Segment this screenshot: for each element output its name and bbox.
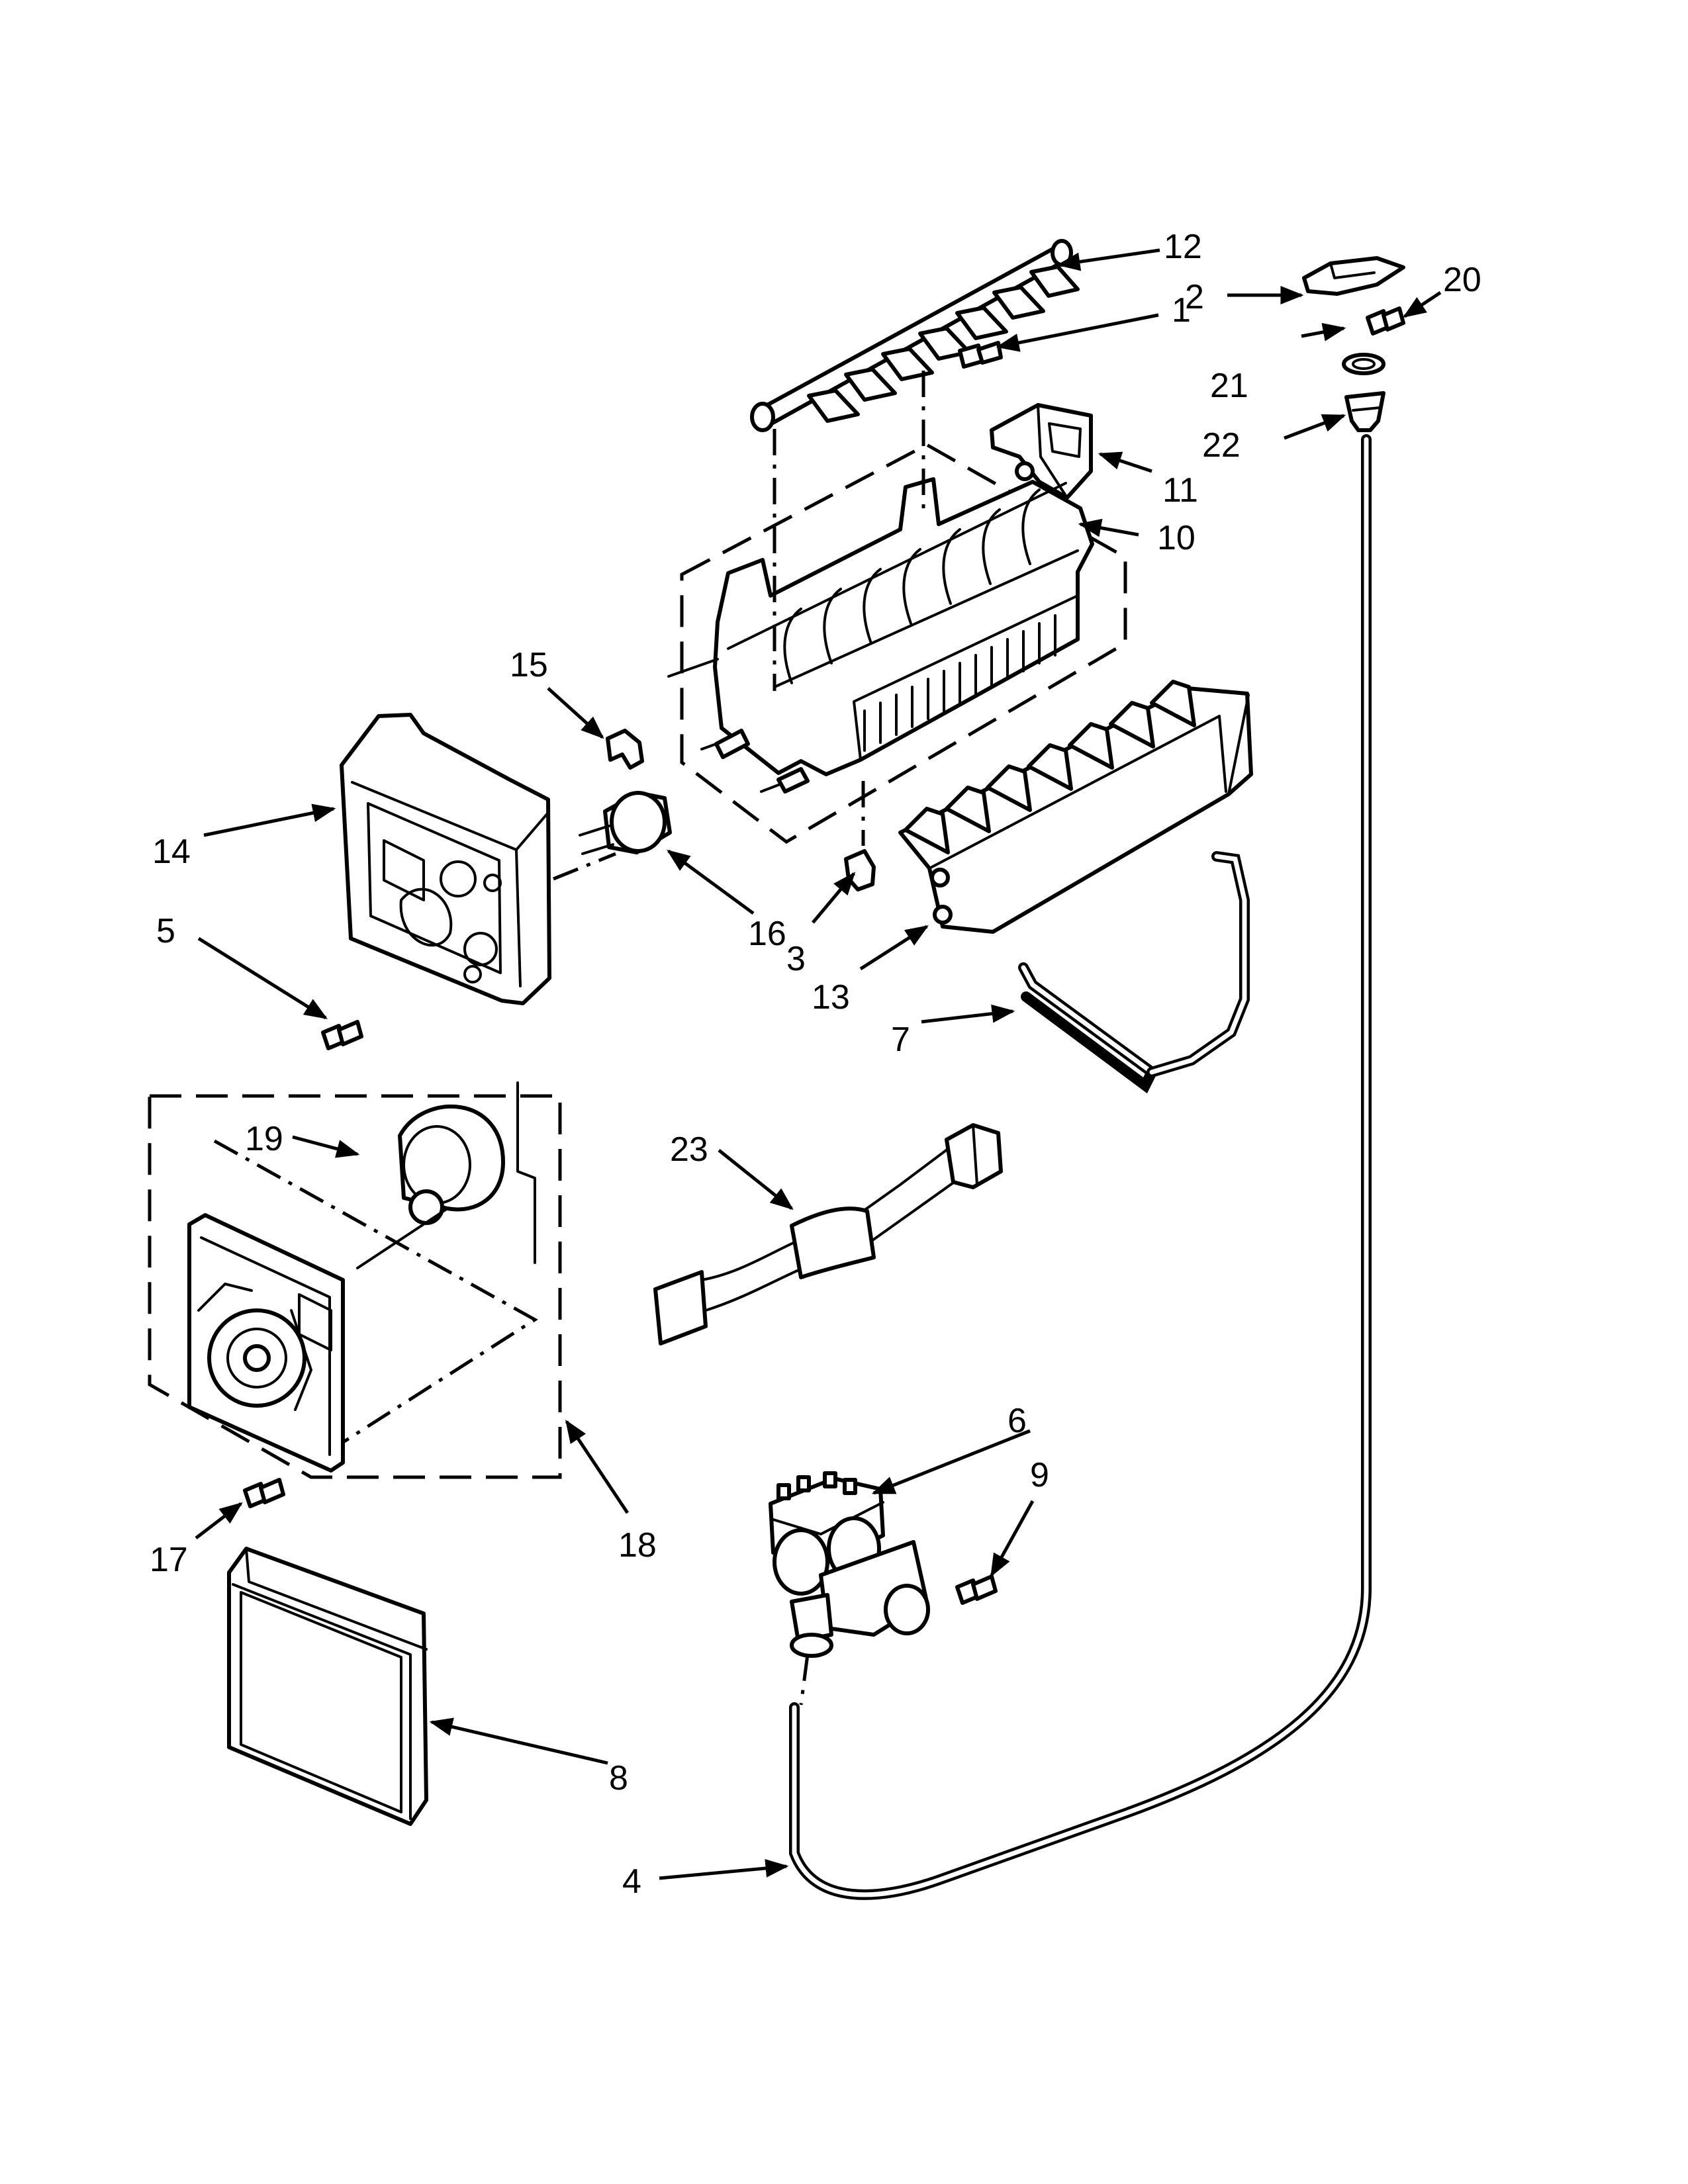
water-valve-part bbox=[769, 1471, 930, 1658]
callout-15: 15 bbox=[510, 646, 548, 684]
callout-17: 17 bbox=[150, 1541, 188, 1579]
screw-part-5 bbox=[321, 1020, 363, 1050]
feeler-arm-part bbox=[1018, 851, 1250, 1094]
callout-16: 16 bbox=[748, 915, 786, 953]
callout-4: 4 bbox=[622, 1862, 641, 1901]
cover-part bbox=[227, 1547, 428, 1826]
alignment-lines bbox=[553, 371, 925, 881]
motor-part bbox=[356, 1081, 536, 1269]
callout-12: 12 bbox=[1164, 228, 1202, 266]
screw-part-1 bbox=[958, 341, 1003, 369]
callout-14: 14 bbox=[152, 833, 191, 871]
wire-harness-part bbox=[653, 1123, 1003, 1345]
callout-22: 22 bbox=[1202, 426, 1241, 465]
ice-stripper-part bbox=[898, 680, 1253, 934]
callout-6: 6 bbox=[1008, 1402, 1027, 1440]
callout-20: 20 bbox=[1443, 261, 1481, 299]
callout-8: 8 bbox=[609, 1759, 628, 1797]
ice-mold-part bbox=[667, 443, 1127, 844]
callout-11: 11 bbox=[1162, 471, 1198, 510]
callout-13: 13 bbox=[812, 978, 850, 1017]
clip-part-3 bbox=[844, 849, 876, 891]
leader-lines bbox=[195, 248, 1442, 1880]
callout-10: 10 bbox=[1157, 519, 1196, 557]
module-plate-part bbox=[187, 1213, 345, 1473]
callout-3: 3 bbox=[786, 940, 806, 978]
callout-7: 7 bbox=[891, 1021, 910, 1059]
callout-18: 18 bbox=[618, 1526, 657, 1565]
callout-labels: 12 2 20 1 21 22 11 10 15 14 16 5 3 13 7 … bbox=[150, 228, 1481, 1901]
callout-5: 5 bbox=[156, 912, 175, 950]
screw-part-20 bbox=[1366, 306, 1405, 336]
callout-9: 9 bbox=[1030, 1456, 1049, 1494]
wire-clip-part-15 bbox=[606, 729, 644, 770]
callout-23: 23 bbox=[670, 1130, 708, 1169]
callout-2: 2 bbox=[1185, 278, 1204, 316]
callout-19: 19 bbox=[245, 1120, 283, 1158]
screw-part-17 bbox=[243, 1478, 285, 1508]
ejector-shaft-part bbox=[750, 239, 1080, 432]
mounting-bracket-part bbox=[990, 403, 1093, 500]
thermostat-part bbox=[579, 791, 672, 855]
fill-cup-part-22 bbox=[1344, 391, 1385, 432]
control-module-assembly-frame bbox=[148, 1094, 562, 1479]
water-tube-part bbox=[789, 434, 1372, 1900]
callout-1: 1 bbox=[1172, 291, 1191, 330]
control-housing-part bbox=[340, 713, 551, 1005]
tube-guide-part-2 bbox=[1302, 256, 1405, 296]
clamp-part-21 bbox=[1342, 353, 1385, 375]
screw-part-9 bbox=[955, 1574, 998, 1605]
callout-21: 21 bbox=[1210, 367, 1248, 405]
